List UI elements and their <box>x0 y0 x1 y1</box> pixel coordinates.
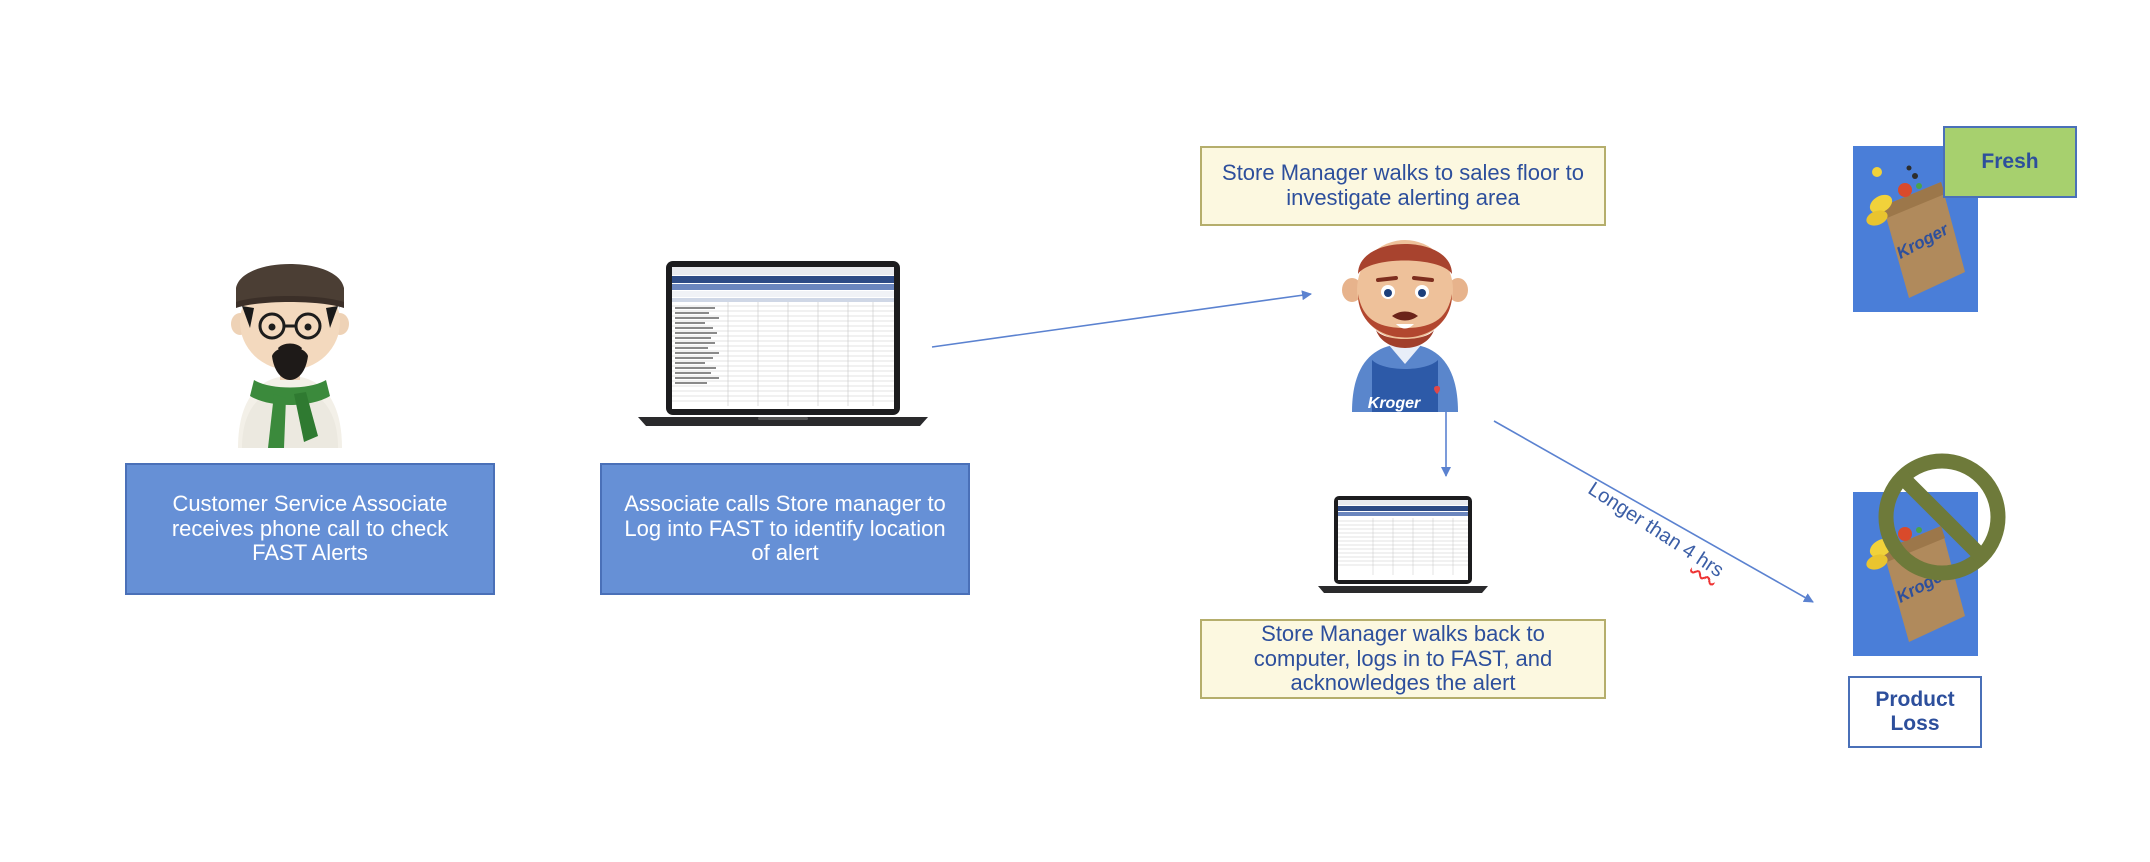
arrow-manager-to-product-loss <box>1494 421 1813 602</box>
arrow-laptop-to-manager <box>932 294 1311 347</box>
